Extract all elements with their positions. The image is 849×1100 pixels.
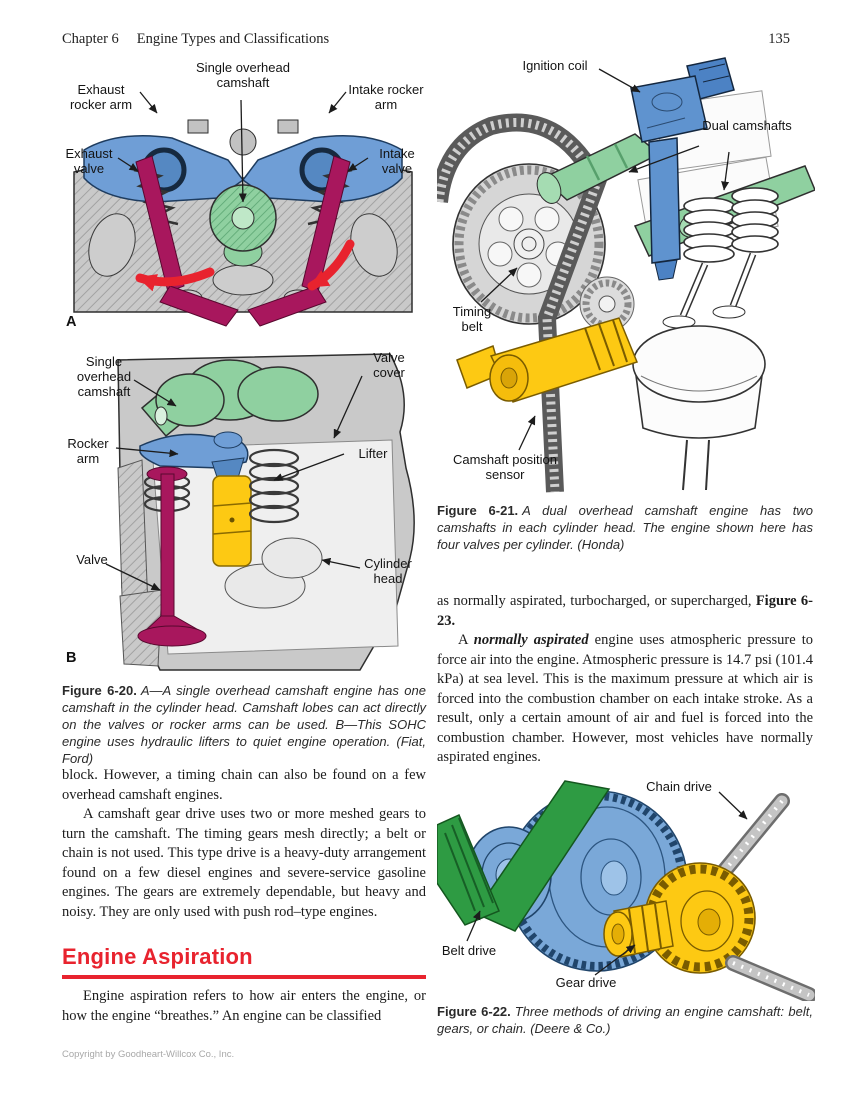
left-column-body: block. However, a timing chain can also … (62, 766, 426, 922)
camshaft-drive-methods-diagram (437, 780, 815, 1001)
label-single-overhead-camshaft: Single overhead camshaft (196, 60, 290, 91)
fig-a-leader-lines (117, 91, 369, 203)
figure-reference: Figure 6-23. (437, 593, 814, 629)
intake-valve-shape (247, 155, 351, 327)
paragraph: Engine aspiration refers to how air ente… (62, 988, 426, 1024)
valves-white (662, 252, 757, 329)
label-single-overhead-camshaft: Single overhead camshaft (76, 354, 132, 400)
label-belt-drive: Belt drive (441, 943, 497, 958)
label-cylinder-head: Cylinder head (364, 556, 412, 587)
caption-number: Figure 6-22. (437, 1004, 511, 1019)
right-column-body: as normally aspirated, turbocharged, or … (437, 592, 813, 768)
exhaust-flow-arrow (135, 267, 215, 292)
figure-6-20-panel-b: Single overhead camshaft Valve cover Roc… (60, 348, 426, 678)
paragraph: block. However, a timing chain can also … (62, 767, 426, 803)
paragraph: A camshaft gear drive uses two or more m… (62, 806, 426, 920)
caption-text: A—A single overhead camshaft engine has … (62, 683, 426, 767)
chain-upper-strand (713, 793, 790, 883)
rocker-arm-shape (139, 431, 249, 481)
panel-letter-a: A (66, 314, 77, 330)
valve-shape (137, 466, 207, 647)
heading-rule (62, 975, 426, 979)
fig-621-leader-lines (480, 68, 730, 451)
page-number: 135 (768, 31, 790, 47)
label-rocker-arm: Rocker arm (67, 436, 109, 467)
label-lifter: Lifter (358, 446, 388, 461)
label-exhaust-rocker-arm: Exhaust rocker arm (69, 82, 133, 113)
hydraulic-lifter-shape (212, 475, 252, 567)
figure-6-21-caption: Figure 6-21.A dual overhead camshaft eng… (437, 502, 813, 553)
figure-6-22-caption: Figure 6-22.Three methods of driving an … (437, 1003, 813, 1037)
chapter-number: Chapter 6 (62, 31, 119, 47)
caption-number: Figure 6-21. (437, 503, 519, 518)
figure-6-20-caption: Figure 6-20.A—A single overhead camshaft… (62, 682, 426, 767)
valve-springs-white (683, 187, 779, 263)
key-term: normally aspirated (473, 632, 589, 648)
fig-b-leader-lines (105, 375, 363, 591)
piston-white (632, 325, 766, 491)
paragraph: as normally aspirated, turbocharged, or … (437, 592, 813, 631)
text-run: engine uses atmospheric pressure to forc… (437, 632, 813, 765)
left-column-body-2: Engine aspiration refers to how air ente… (62, 987, 426, 1026)
text-run: A (458, 632, 474, 648)
paragraph: A normally aspirated engine uses atmosph… (437, 631, 813, 768)
camshaft-position-sensor-shape (456, 317, 639, 403)
caption-text: A dual overhead camshaft engine has two … (437, 503, 813, 553)
caption-text: Three methods of driving an engine camsh… (437, 1004, 813, 1037)
figure-6-21-dohc-diagram: Ignition coil Dual camshafts Timing belt… (437, 56, 815, 496)
label-intake-rocker-arm: Intake rocker arm (348, 82, 424, 113)
fig-622-leader-lines (466, 791, 748, 976)
gear-drive-shaft-gear (603, 900, 674, 958)
label-intake-valve: Intake valve (379, 146, 415, 177)
figure-6-22-drives-diagram: Chain drive Belt drive Gear drive (437, 763, 815, 1001)
belt-green (437, 780, 611, 932)
exhaust-valve-shape (135, 155, 239, 327)
label-gear-drive: Gear drive (555, 975, 617, 990)
camshaft-shape (140, 359, 319, 438)
caption-number: Figure 6-20. (62, 683, 137, 698)
label-exhaust-valve: Exhaust valve (65, 146, 113, 177)
text-run: as normally aspirated, turbocharged, or … (437, 593, 756, 609)
sohc-cross-section-diagram (73, 91, 413, 327)
copyright-notice: Copyright by Goodheart-Willcox Co., Inc. (62, 1049, 235, 1060)
label-ignition-coil: Ignition coil (522, 58, 588, 73)
chain-lower-strand (725, 955, 815, 1001)
label-valve: Valve (76, 552, 108, 567)
chapter-title: Engine Types and Classifications (136, 31, 330, 47)
camshaft-lobe (209, 184, 277, 267)
running-head: Chapter 6 Engine Types and Classification… (62, 31, 329, 48)
rocker-shaft-bolts (187, 119, 299, 156)
label-valve-cover: Valve cover (373, 350, 405, 381)
panel-letter-b: B (66, 650, 77, 666)
sohc-lifter-diagram (105, 353, 415, 671)
intake-flow-arrow (307, 239, 355, 291)
dohc-engine-diagram (437, 57, 815, 493)
label-dual-camshafts: Dual camshafts (702, 118, 792, 133)
label-timing-belt: Timing belt (452, 304, 492, 335)
label-chain-drive: Chain drive (646, 779, 712, 794)
figure-6-20-panel-a: Single overhead camshaft Exhaust rocker … (60, 60, 426, 348)
section-heading-engine-aspiration: Engine Aspiration (62, 944, 253, 969)
ignition-coil-shape (630, 57, 735, 281)
label-camshaft-position-sensor: Camshaft position sensor (452, 452, 558, 483)
